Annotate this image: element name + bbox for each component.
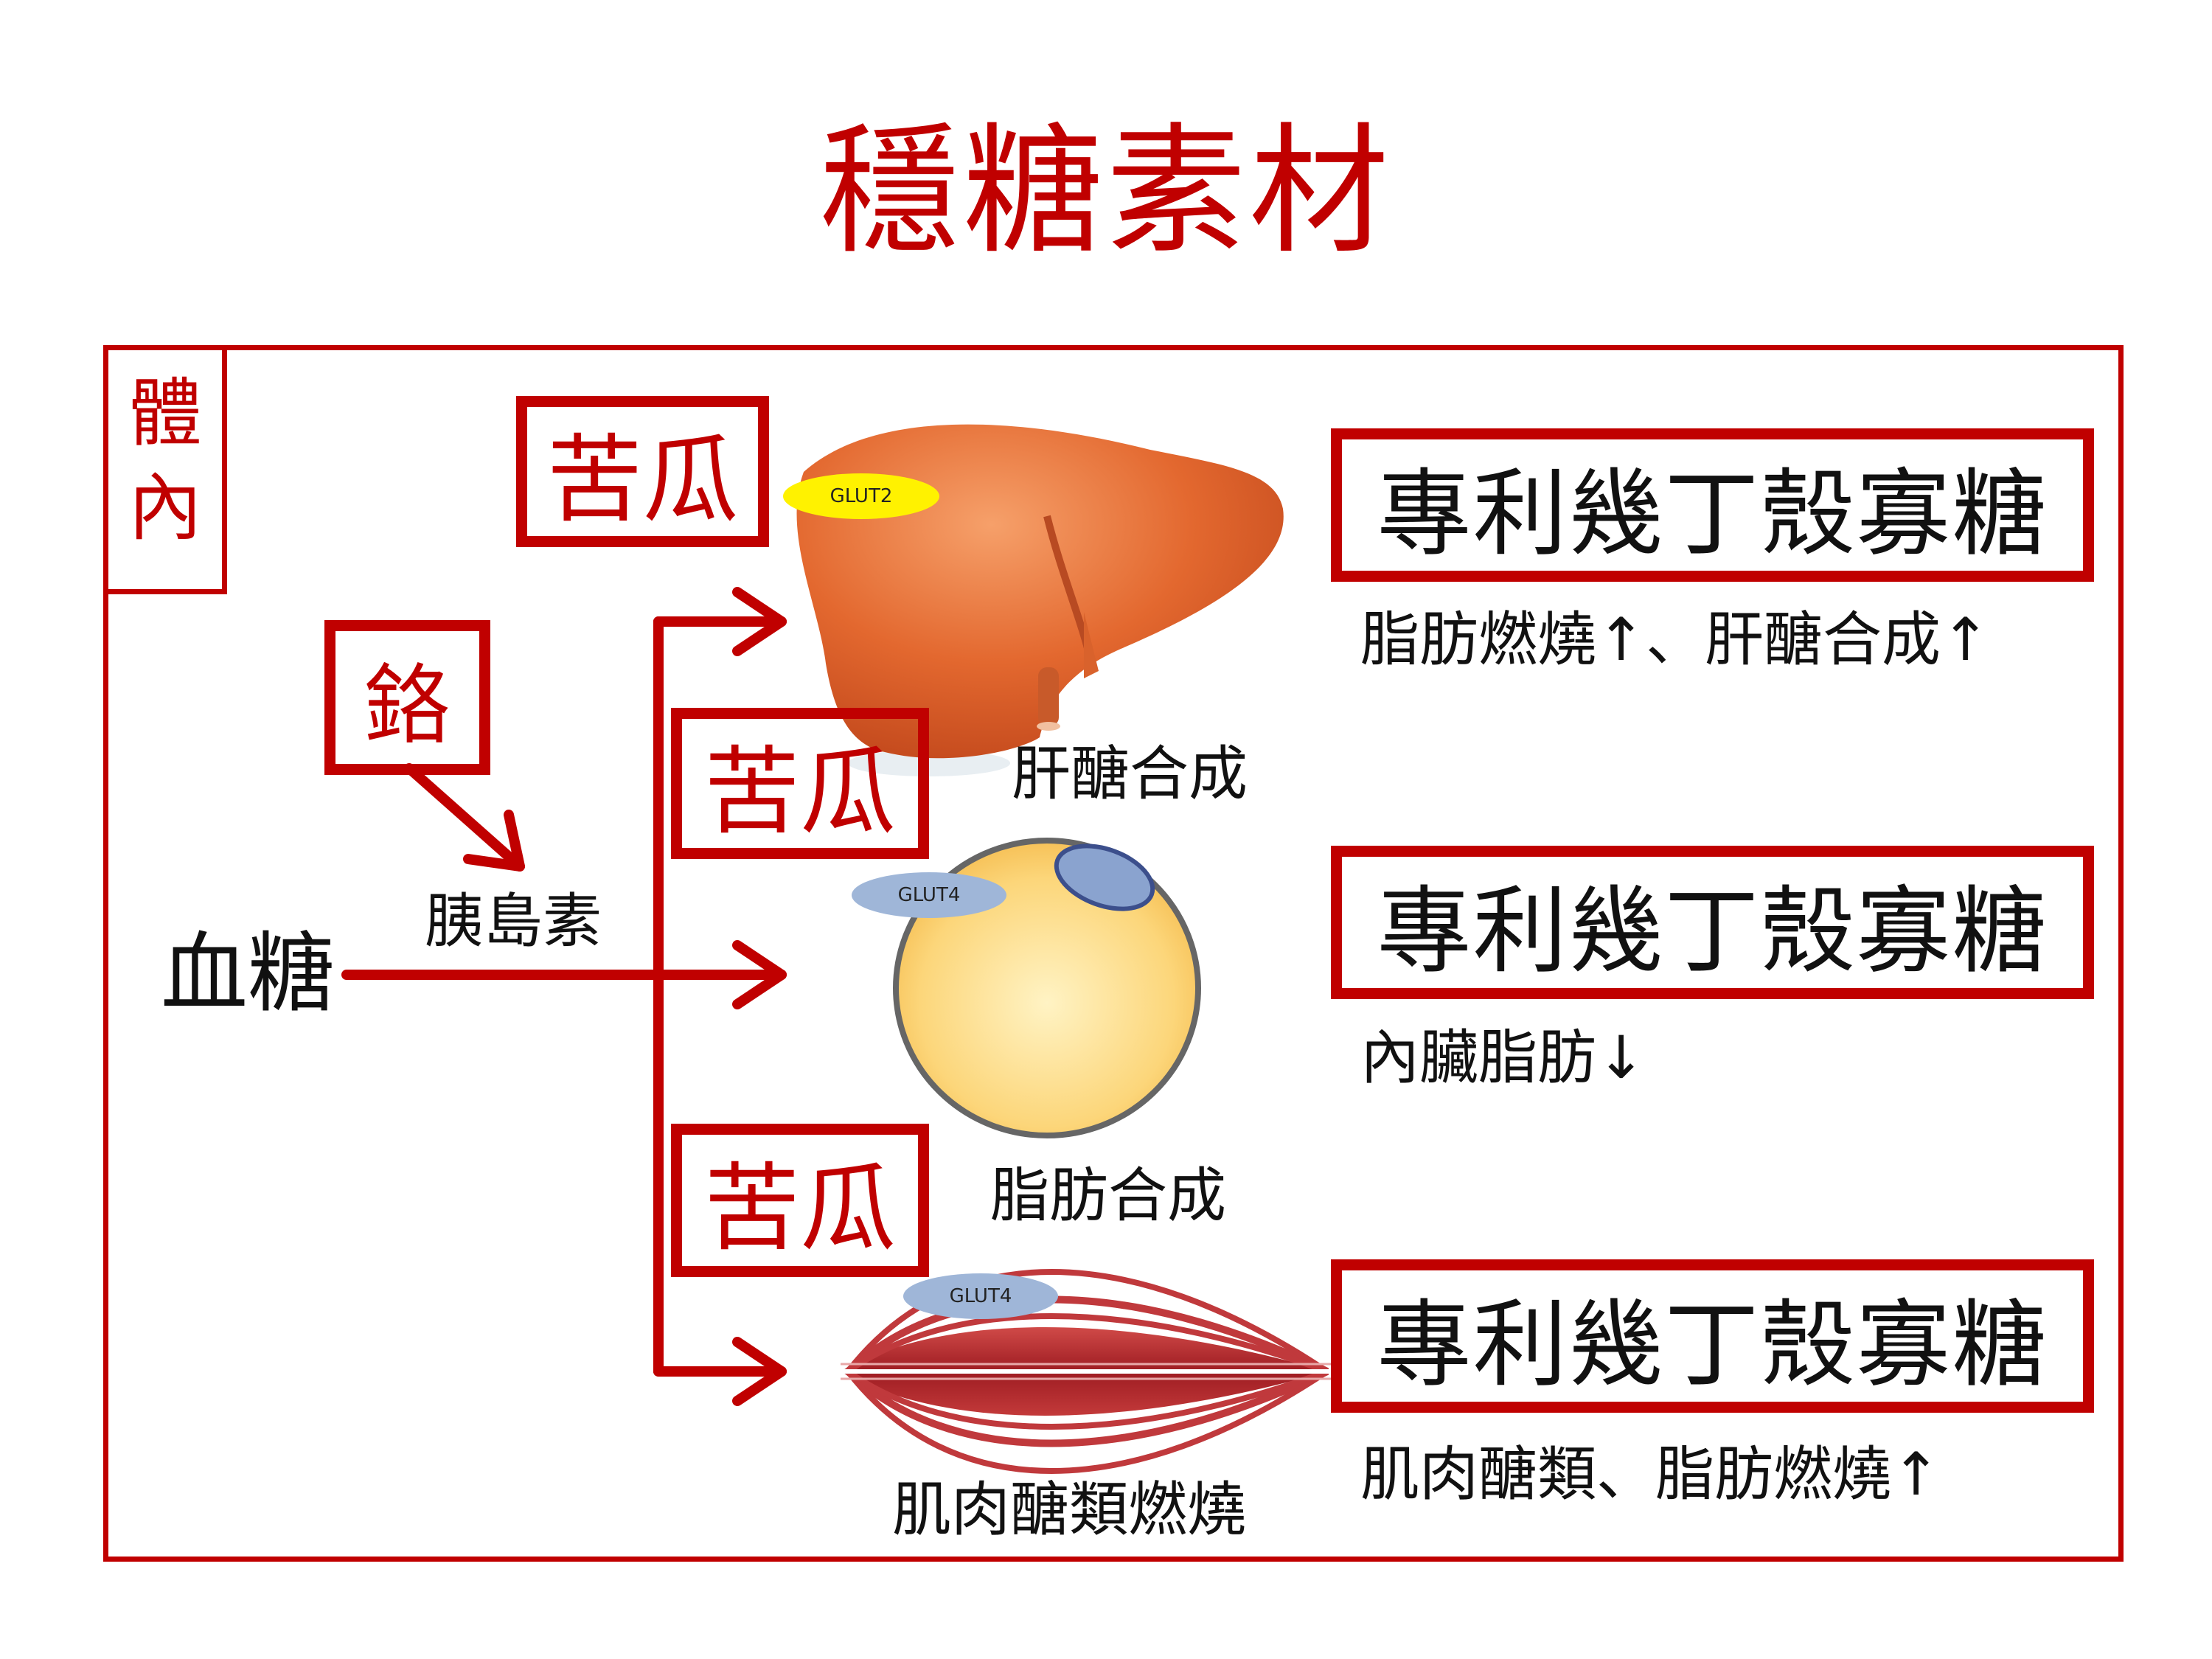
fat-cell-illustration xyxy=(893,838,1201,1138)
insulin-label: 胰島素 xyxy=(425,887,602,956)
patent-label-fat: 專利幾丁殼寡糖 xyxy=(1377,876,2048,987)
blood-sugar-label: 血糖 xyxy=(161,922,335,1024)
in-body-label-box: 體 內 xyxy=(103,345,227,594)
glut4-transporter-fat: GLUT4 xyxy=(852,872,1006,918)
liver-process-label: 肝醣合成 xyxy=(1012,740,1248,808)
muscle-process-label: 肌肉醣類燃燒 xyxy=(892,1475,1246,1544)
bitter-melon-box-muscle: 苦瓜 xyxy=(671,1124,929,1277)
in-body-label-line1: 體 xyxy=(128,370,202,456)
liver-arrow-head xyxy=(732,587,787,656)
fat-cell-body xyxy=(893,838,1201,1138)
muscle-arrow-head xyxy=(732,1337,787,1406)
patent-label-liver: 專利幾丁殼寡糖 xyxy=(1377,459,2048,569)
in-body-label-line2: 內 xyxy=(128,465,202,551)
glut4-transporter-muscle: GLUT4 xyxy=(903,1273,1058,1319)
patent-box-muscle: 專利幾丁殼寡糖 xyxy=(1331,1259,2094,1413)
fat-effect-text: 內臟脂肪↓ xyxy=(1360,1023,1646,1092)
fat-process-label: 脂肪合成 xyxy=(990,1161,1226,1230)
muscle-effect-text: 肌肉醣類、脂肪燃燒↑ xyxy=(1360,1440,1941,1509)
muscle-illustration xyxy=(841,1269,1335,1474)
page-title: 穩糖素材 xyxy=(819,110,1392,273)
bitter-melon-label-fat: 苦瓜 xyxy=(703,735,896,848)
chromium-box: 鉻 xyxy=(324,620,490,775)
fat-cell-nucleus xyxy=(1054,844,1155,911)
bitter-melon-label-liver: 苦瓜 xyxy=(546,423,739,536)
patent-box-liver: 專利幾丁殼寡糖 xyxy=(1331,428,2094,582)
patent-box-fat: 專利幾丁殼寡糖 xyxy=(1331,846,2094,999)
bitter-melon-box-liver: 苦瓜 xyxy=(516,396,769,547)
chromium-arrow xyxy=(404,763,525,872)
chromium-label: 鉻 xyxy=(364,654,451,757)
liver-effect-text: 脂肪燃燒↑、肝醣合成↑ xyxy=(1360,605,1991,674)
diagram-frame xyxy=(103,345,2124,1562)
fat-arrow-head xyxy=(732,940,787,1009)
patent-label-muscle: 專利幾丁殼寡糖 xyxy=(1377,1290,2048,1400)
glut2-transporter: GLUT2 xyxy=(783,473,939,519)
chromium-arrow-head xyxy=(463,810,525,872)
bitter-melon-label-muscle: 苦瓜 xyxy=(703,1152,896,1265)
bitter-melon-box-fat: 苦瓜 xyxy=(671,708,929,859)
